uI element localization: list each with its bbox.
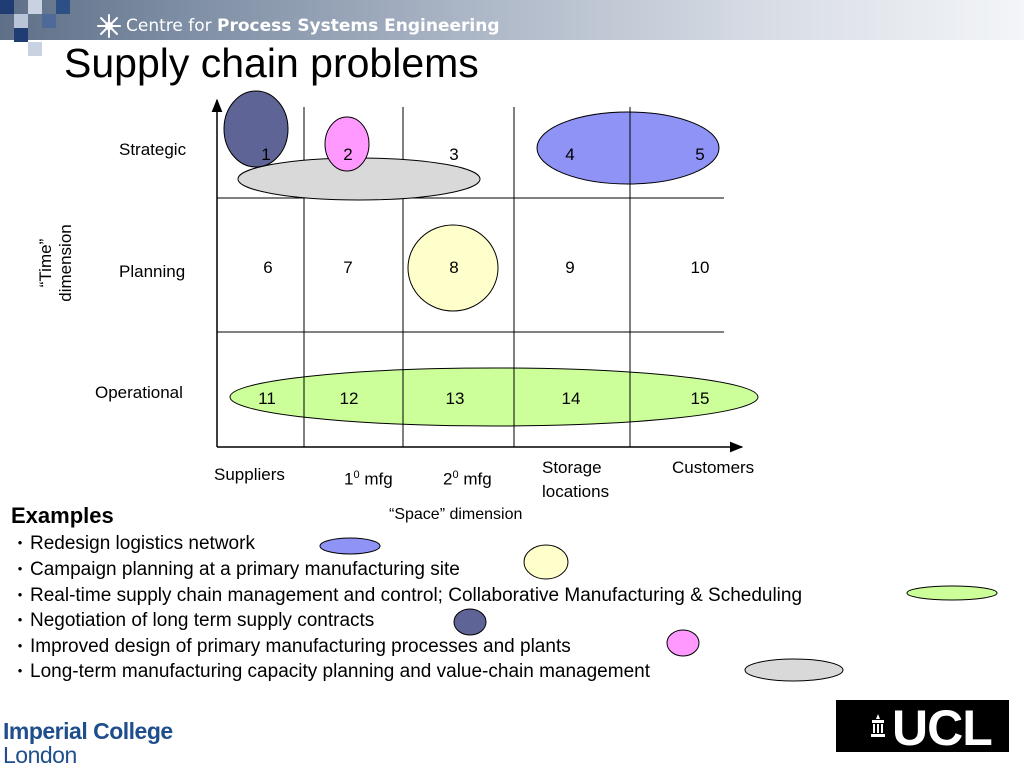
legend-swatch-grey (744, 658, 844, 682)
cell-number: 15 (691, 389, 710, 408)
legend-swatch-blue (319, 537, 381, 555)
cell-number: 10 (691, 258, 710, 277)
cell-number: 1 (261, 145, 270, 164)
examples-legend-swatches (319, 537, 998, 682)
decor-square (42, 14, 56, 28)
decor-square (0, 0, 14, 14)
col-label-customers: Customers (672, 458, 755, 477)
decor-square (28, 0, 42, 14)
col-label-suppliers: Suppliers (214, 465, 285, 484)
example-item: •Improved design of primary manufacturin… (17, 636, 571, 657)
ucl-portico-icon (871, 714, 885, 737)
legend-swatch-yellow (523, 544, 569, 580)
cell-number: 3 (449, 145, 458, 164)
cell-number: 2 (343, 145, 352, 164)
legend-swatch-navy (453, 608, 487, 636)
example-item: •Real-time supply chain management and c… (17, 585, 803, 606)
decor-square (28, 42, 42, 56)
x-axis-label: “Space” dimension (389, 506, 523, 523)
page-title: Supply chain problems (64, 40, 479, 86)
cell-number: 9 (565, 258, 574, 277)
cell-number: 6 (263, 258, 272, 277)
example-item: •Negotiation of long term supply contrac… (17, 610, 375, 631)
ellipse-logistics-network (536, 111, 720, 185)
y-axis-label: “Time”dimension (36, 223, 75, 302)
cell-number: 8 (449, 258, 458, 277)
imperial-college-logo: Imperial College London (3, 718, 173, 768)
cell-number: 7 (343, 258, 352, 277)
header-banner: Centre for Process Systems Engineering (0, 0, 1024, 56)
decor-square (14, 14, 28, 28)
header-org-name: Centre for Process Systems Engineering (126, 16, 500, 36)
decor-square (56, 0, 70, 14)
cell-number: 12 (340, 389, 359, 408)
ellipse-campaign-planning (407, 224, 499, 312)
example-item: •Campaign planning at a primary manufact… (17, 559, 460, 580)
cell-number: 13 (446, 389, 465, 408)
legend-swatch-green (906, 585, 998, 601)
examples-heading: Examples (11, 503, 114, 528)
row-label-operational: Operational (95, 383, 183, 402)
cpse-star-icon (97, 14, 121, 38)
ucl-logo: UCL (836, 700, 1009, 753)
cell-number: 11 (258, 389, 276, 408)
col-label-secondary-mfg: 20 mfg (443, 469, 492, 489)
example-item: •Redesign logistics network (17, 533, 255, 554)
cell-number: 14 (562, 389, 581, 408)
row-label-planning: Planning (119, 262, 186, 281)
row-label-strategic: Strategic (119, 140, 187, 159)
ellipse-process-design (324, 116, 370, 172)
cell-number: 5 (695, 145, 704, 164)
legend-swatch-pink (666, 629, 700, 657)
cell-number: 4 (565, 145, 574, 164)
ellipse-supply-contracts (223, 90, 289, 168)
decor-square (14, 28, 28, 42)
ellipse-real-time-scm (229, 367, 759, 427)
col-label-primary-mfg: 10 mfg (344, 469, 393, 489)
example-item: •Long-term manufacturing capacity planni… (17, 661, 650, 682)
